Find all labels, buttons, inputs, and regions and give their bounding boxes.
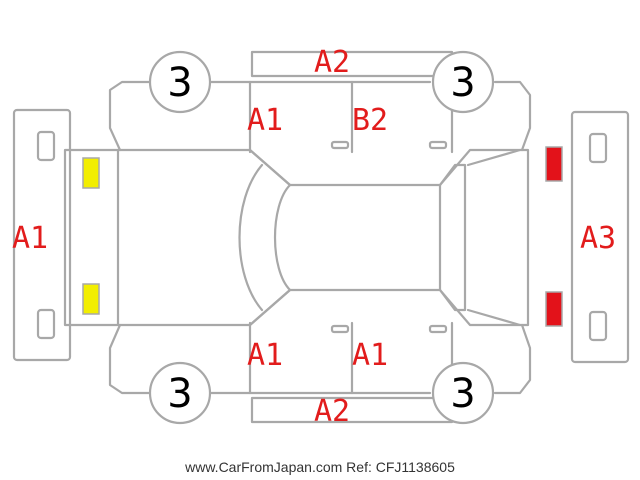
watermark-text: www.CarFromJapan.com Ref: CFJ1138605: [184, 459, 455, 475]
wheel-bottom-left-number: 3: [167, 371, 192, 417]
bottom-side-strip: [250, 396, 454, 424]
wheel-top-right: 3: [431, 50, 495, 114]
front-light-top: [82, 157, 100, 189]
wheel-bottom-left: 3: [148, 361, 212, 425]
lower-side-profile: [108, 321, 532, 395]
top-side-strip: [250, 50, 454, 78]
grade-rear-panel: A3: [580, 221, 616, 256]
grade-left-rear: A1: [247, 338, 283, 373]
rear-bumper-panel: [570, 110, 630, 364]
wheel-bottom-right-number: 3: [450, 371, 475, 417]
grade-right-rear: A1: [352, 338, 388, 373]
wheel-bottom-right: 3: [431, 361, 495, 425]
wheel-top-left: 3: [148, 50, 212, 114]
rear-light-top: [545, 146, 563, 182]
wheel-top-right-number: 3: [450, 60, 475, 106]
rear-light-bottom: [545, 291, 563, 327]
wheel-top-left-number: 3: [167, 60, 192, 106]
grade-right-front: B2: [352, 103, 388, 138]
front-bumper-panel: [12, 108, 72, 362]
grade-left-front: A1: [247, 103, 283, 138]
car-body-topview: [63, 148, 530, 327]
grade-bottom-bumper: A2: [314, 394, 350, 429]
grade-top-bumper: A2: [314, 45, 350, 80]
front-light-bottom: [82, 283, 100, 315]
grade-front-panel: A1: [12, 221, 48, 256]
